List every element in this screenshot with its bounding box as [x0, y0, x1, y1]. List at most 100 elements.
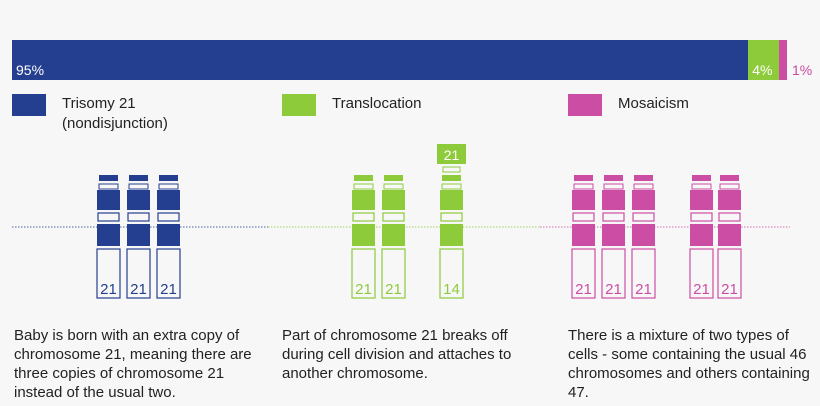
chromosome-mosaicism-4-lower-arm — [718, 224, 741, 246]
chromosome-translocation-1-band-top — [384, 175, 403, 181]
chromosome-mosaicism-3-band-outline — [691, 183, 712, 190]
chromosome-trisomy-2-upper-arm — [157, 190, 180, 210]
chromosome-translocation-2-band-top — [442, 175, 461, 181]
chromosome-mosaicism-1-lower-arm — [602, 224, 625, 246]
chromosome-translocation-1-upper-arm — [382, 190, 405, 210]
chromosome-translocation-1-lower-arm — [382, 224, 405, 246]
chromosome-mosaicism-1-band-top — [604, 175, 623, 181]
chromosome-mosaicism-4-long-arm — [717, 248, 742, 299]
chromosome-mosaicism-1-long-arm — [601, 248, 626, 299]
description-mosaicism: There is a mixture of two types of cells… — [568, 327, 810, 401]
chromosome-trisomy-1-long-arm — [126, 248, 151, 299]
chromosome-mosaicism-2-upper-arm — [632, 190, 655, 210]
chromosome-mosaicism-3-long-arm — [689, 248, 714, 299]
chromosome-mosaicism-0-band-outline — [573, 183, 594, 190]
chromosome-trisomy-0-centromere — [97, 212, 120, 222]
chromosome-mosaicism-4-centromere — [718, 212, 741, 222]
chromosome-trisomy-2-long-arm — [156, 248, 181, 299]
chromosome-translocation-2-band-outline — [441, 183, 462, 190]
chromosome-trisomy-0-upper-arm — [97, 190, 120, 210]
chromosome-mosaicism-0-upper-arm — [572, 190, 595, 210]
translocated-fragment-label: 21 — [444, 147, 460, 163]
translocated-fragment-band — [442, 166, 461, 173]
bar-segment-0: 95% — [12, 40, 749, 80]
chromosome-trisomy-1-lower-arm — [127, 224, 150, 246]
chromosome-mosaicism-2-long-arm — [631, 248, 656, 299]
bar-value-label-2: 1% — [792, 62, 813, 78]
chromosome-trisomy-1-band-top — [129, 175, 148, 181]
chromosome-mosaicism-0-label: 21 — [575, 281, 592, 298]
chromosome-mosaicism-0-band-top — [574, 175, 593, 181]
chromosome-mosaicism-2-band-top — [634, 175, 653, 181]
chromosome-trisomy-2-label: 21 — [160, 281, 177, 298]
chromosome-mosaicism-3-band-top — [692, 175, 711, 181]
chromosome-translocation-2-lower-arm — [440, 224, 463, 246]
chromosome-trisomy-0-band-outline — [98, 183, 119, 190]
chromosome-mosaicism-2-label: 21 — [635, 281, 652, 298]
legend-item-translocation: Translocation — [282, 94, 422, 116]
translocated-fragment-tag — [437, 144, 466, 164]
chromosome-mosaicism-4-label: 21 — [721, 281, 738, 298]
chromosome-trisomy-0-lower-arm — [97, 224, 120, 246]
chromosome-translocation-1-band-outline — [383, 183, 404, 190]
chromosome-translocation-0-centromere — [352, 212, 375, 222]
chromosome-translocation-0-upper-arm — [352, 190, 375, 210]
chromosome-trisomy-2-centromere — [157, 212, 180, 222]
bar-segment-1: 4% — [748, 40, 780, 80]
chromosome-trisomy-2-band-outline — [158, 183, 179, 190]
chromosome-trisomy-0-band-top — [99, 175, 118, 181]
chromosome-translocation-0-band-top — [354, 175, 373, 181]
legend-swatch-trisomy — [12, 94, 46, 116]
chromosome-translocation-2-label: 14 — [443, 281, 460, 298]
legend-label-translocation: Translocation — [332, 95, 422, 112]
chromosome-mosaicism-2-centromere — [632, 212, 655, 222]
stacked-percentage-bar: 95% 4% 1% — [12, 40, 812, 80]
legend-label-mosaicism: Mosaicism — [618, 95, 689, 112]
chromosome-trisomy-2-band-top — [159, 175, 178, 181]
chromosome-trisomy-0-label: 21 — [100, 281, 117, 298]
legend-sublabel-trisomy: (nondisjunction) — [62, 115, 168, 132]
chromosome-translocation-1-centromere — [382, 212, 405, 222]
chromosome-trisomy-1-upper-arm — [127, 190, 150, 210]
description-trisomy: Baby is born with an extra copy of chrom… — [14, 327, 252, 401]
chromosome-mosaicism-0-long-arm — [571, 248, 596, 299]
chromosome-mosaicism-3-label: 21 — [693, 281, 710, 298]
chromosome-mosaicism-4-band-top — [720, 175, 739, 181]
chromosome-mosaicism-4-upper-arm — [718, 190, 741, 210]
chromosome-translocation-0-long-arm — [351, 248, 376, 299]
legend-swatch-translocation — [282, 94, 316, 116]
chromosome-translocation-2-centromere — [440, 212, 463, 222]
legend-item-mosaicism: Mosaicism — [568, 94, 689, 116]
chromosome-translocation-0-lower-arm — [352, 224, 375, 246]
chromosome-mosaicism-1-label: 21 — [605, 281, 622, 298]
chromosome-trisomy-0-long-arm — [96, 248, 121, 299]
chromosome-mosaicism-0-centromere — [572, 212, 595, 222]
chromosome-translocation-2-upper-arm — [440, 190, 463, 210]
chromosome-mosaicism-1-band-outline — [603, 183, 624, 190]
chromosome-mosaicism-3-centromere — [690, 212, 713, 222]
description-translocation: Part of chromosome 21 breaks off during … — [282, 327, 512, 382]
chromosome-mosaicism-3-lower-arm — [690, 224, 713, 246]
chromosome-mosaicism-4-band-outline — [719, 183, 740, 190]
bar-value-label-0: 95% — [16, 62, 45, 78]
chromosome-trisomy-1-centromere — [127, 212, 150, 222]
chromosome-translocation-0-band-outline — [353, 183, 374, 190]
chromosome-trisomy-1-band-outline — [128, 183, 149, 190]
chromosome-translocation-1-long-arm — [381, 248, 406, 299]
chromosome-translocation-2-long-arm — [439, 248, 464, 299]
chromosome-mosaicism-2-lower-arm — [632, 224, 655, 246]
legend-swatch-mosaicism — [568, 94, 602, 116]
chromosome-mosaicism-1-centromere — [602, 212, 625, 222]
chromosome-mosaicism-1-upper-arm — [602, 190, 625, 210]
chromosome-trisomy-1-label: 21 — [130, 281, 147, 298]
bar-value-label-1: 4% — [752, 62, 773, 78]
chromosome-mosaicism-0-lower-arm — [572, 224, 595, 246]
chromosome-translocation-1-label: 21 — [385, 281, 402, 298]
legend-item-trisomy: Trisomy 21 (nondisjunction) — [12, 94, 168, 134]
chromosome-mosaicism-2-band-outline — [633, 183, 654, 190]
chromosome-mosaicism-3-upper-arm — [690, 190, 713, 210]
bar-segment-2: 1% — [779, 40, 812, 80]
chromosome-trisomy-2-lower-arm — [157, 224, 180, 246]
legend-label-trisomy: Trisomy 21 — [62, 95, 136, 112]
